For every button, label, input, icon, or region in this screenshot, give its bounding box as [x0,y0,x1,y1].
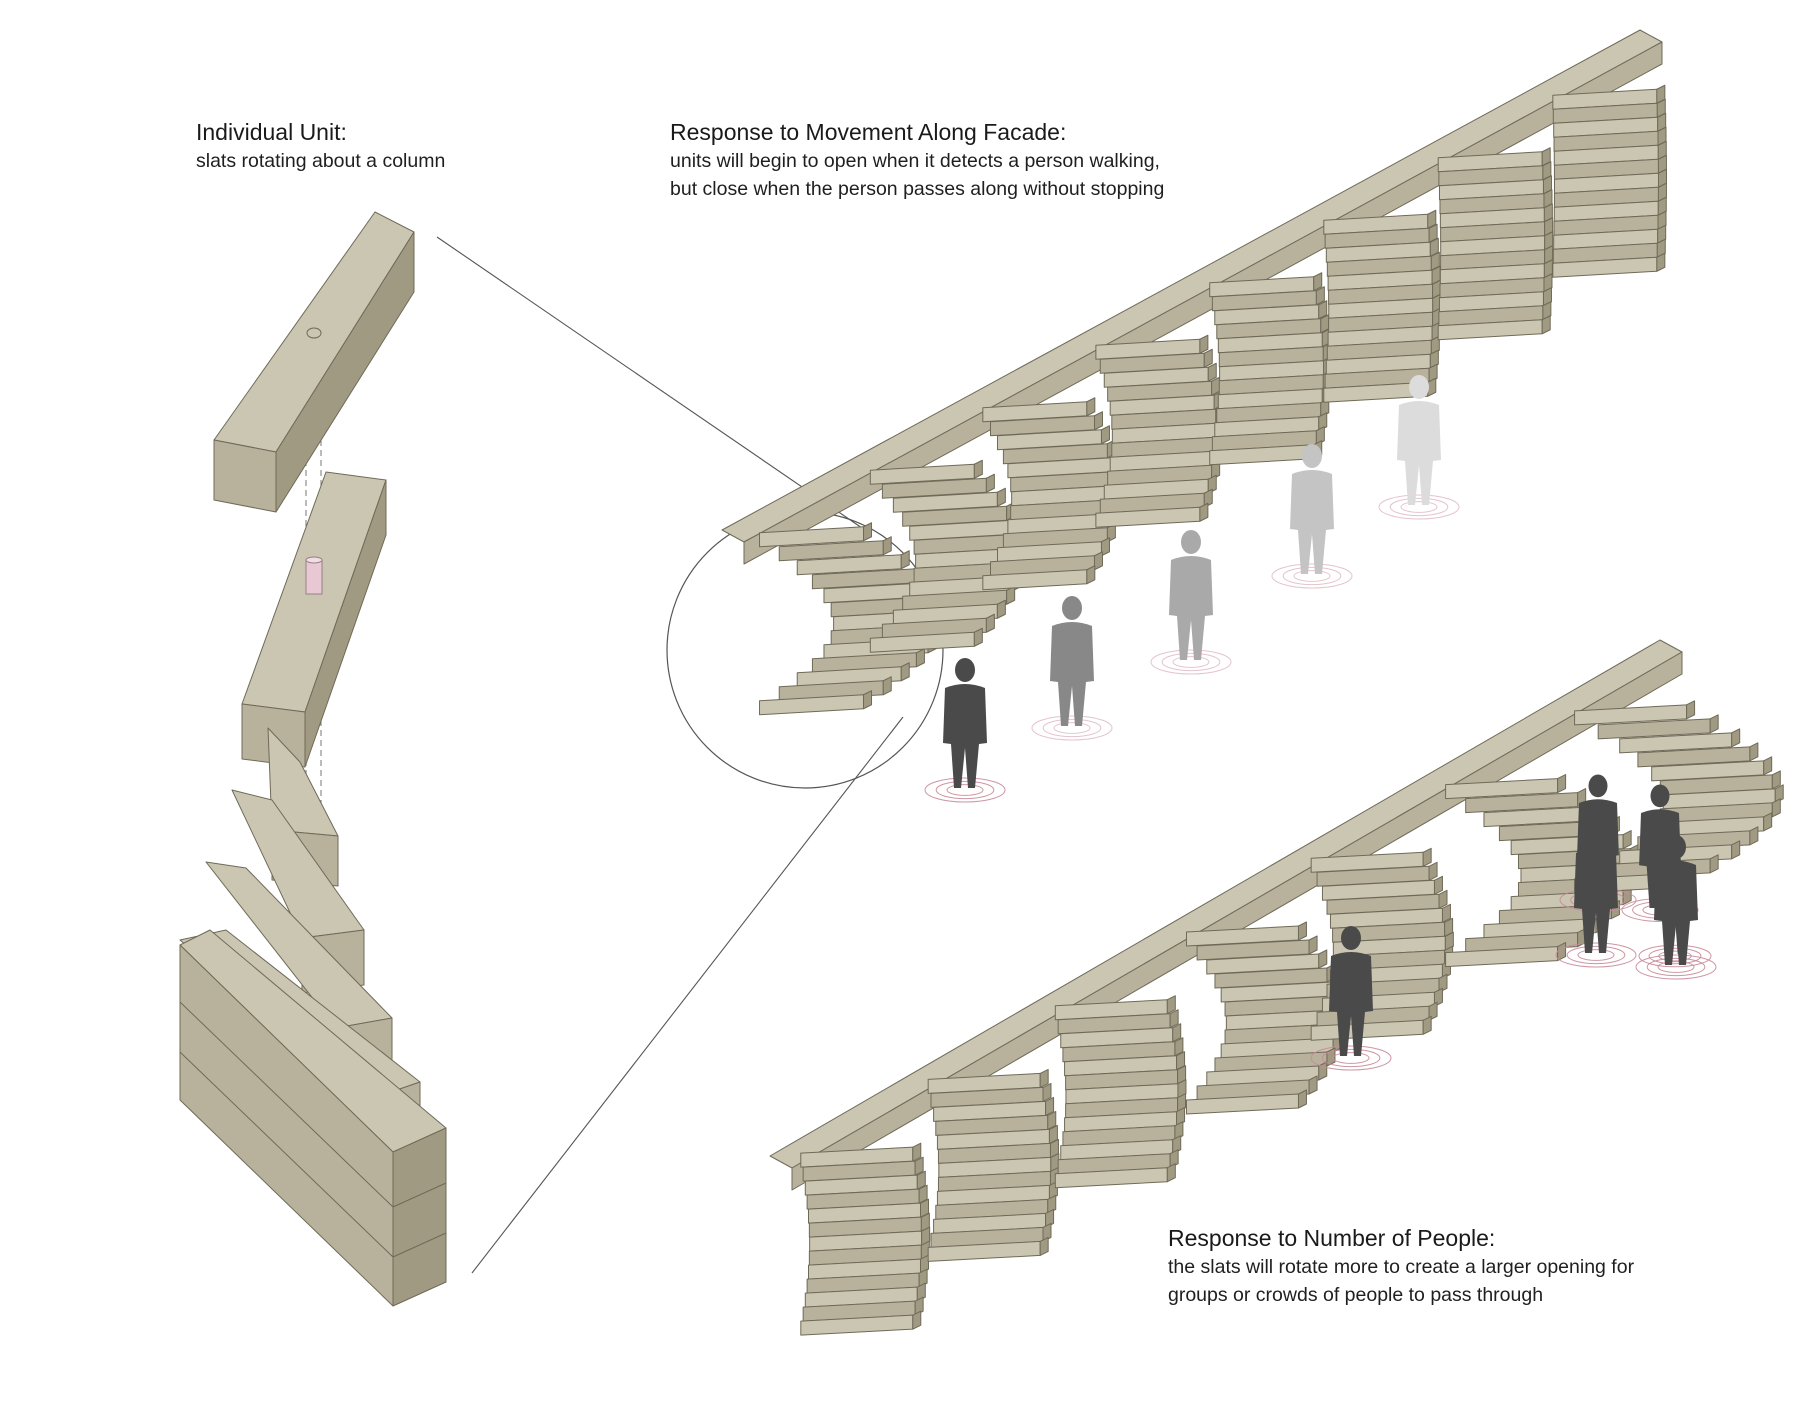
person-head [1651,785,1670,808]
ripple-ring [1401,502,1437,513]
caption-people-line-1: the slats will rotate more to create a l… [1168,1253,1634,1281]
wall-slat-end [1167,996,1175,1014]
caption-movement: Response to Movement Along Facade: units… [670,117,1164,203]
wall-slat-end [901,551,909,569]
person-head [1341,926,1361,950]
wall-slat-end [1094,412,1102,430]
wall-slat-end [1764,757,1772,775]
caption-number-of-people: Response to Number of People: the slats … [1168,1223,1634,1309]
wall-unit-4 [1210,273,1332,465]
person-head [1409,375,1429,399]
wall-slat-end [1101,426,1109,444]
wall-slat-end [1319,950,1327,968]
wall-unit-4 [1311,848,1453,1040]
wall-slat-end [1429,862,1437,880]
wall-slat-end [1558,775,1566,793]
wall-slat-end [1298,922,1306,940]
wall-slat-end [1772,771,1780,789]
wall-unit-1 [928,1069,1059,1261]
wall-slat-end [997,488,1005,506]
wall-slat-end [1423,848,1431,866]
person-body [1397,401,1441,505]
wall-slat-end [1732,729,1740,747]
wall-slat-end [1208,363,1216,381]
person-3 [1272,444,1352,588]
wall-slat [1446,947,1558,967]
ripple-ring [1162,653,1220,670]
unit-base-side [393,1128,446,1306]
wall-slat-end [1212,377,1220,395]
ripple-ring [1567,946,1625,963]
wall-slat-end [974,460,982,478]
ripple-ring [936,781,994,798]
ripple-ring [1283,567,1341,584]
person-head [1586,823,1606,847]
wall-slat-end [1434,876,1442,894]
pivot-cylinder [306,560,322,594]
ripple-ring [1333,1053,1369,1064]
caption-unit-heading: Individual Unit: [196,117,445,147]
wall-slat-end [1043,1083,1051,1101]
ripple-ring [1294,571,1330,582]
person-head [1302,444,1322,468]
caption-people-heading: Response to Number of People: [1168,1223,1634,1253]
wall-slat-end [1087,398,1095,416]
wall-unit-3 [1096,335,1224,527]
wall-unit-0 [801,1143,930,1335]
unit-slat-1 [242,472,386,767]
caption-movement-line-1: units will begin to open when it detects… [670,147,1164,175]
person-body [1050,622,1094,726]
caption-movement-heading: Response to Movement Along Facade: [670,117,1164,147]
wall-slat-end [883,537,891,555]
wall-slat-end [1750,743,1758,761]
caption-individual-unit: Individual Unit: slats rotating about a … [196,117,445,175]
ripple-ring [947,785,983,796]
person-1 [1032,596,1112,740]
wall-slat-end [1687,701,1695,719]
wall-slat-end [1204,349,1212,367]
wall-slat-end [1314,273,1322,291]
wall-slat-end [1200,335,1208,353]
ripple-ring [1390,498,1448,515]
wall-unit-5 [1324,210,1441,402]
wall-slat-end [1170,1010,1178,1028]
wall-slat-end [1040,1069,1048,1087]
wall-unit-6 [1438,148,1552,340]
person-head [1181,530,1201,554]
person-0 [925,658,1005,802]
ripple-ring [1578,950,1614,961]
person-head [955,658,975,682]
ripple-ring [1173,657,1209,668]
pivot-cylinder-cap [306,557,322,563]
ripple-ring [1054,723,1090,734]
wall-slat-end [986,474,994,492]
wall-slat [760,695,864,715]
person-body [943,684,987,788]
person-head [1589,775,1608,798]
wall-unit-7 [1553,85,1667,277]
caption-people-line-2: groups or crowds of people to pass throu… [1168,1281,1634,1309]
unit-slat-0 [214,212,414,512]
ripple-ring [1043,719,1101,736]
caption-movement-line-2: but close when the person passes along w… [670,175,1164,203]
wall-unit-2 [1055,996,1186,1188]
person-2 [1151,530,1231,674]
person-head [1062,596,1082,620]
person-body [1169,556,1213,660]
unit-slat-front [214,440,276,512]
wall-slat-end [1439,890,1447,908]
wall-slat-end [1623,831,1631,849]
individual-unit-drawing [180,212,446,1306]
person-body [1290,470,1334,574]
wall-slat-end [1309,936,1317,954]
person-head [1666,835,1686,859]
callout-line-upper [437,237,862,528]
caption-unit-line-1: slats rotating about a column [196,147,445,175]
wall-slat-end [1710,715,1718,733]
